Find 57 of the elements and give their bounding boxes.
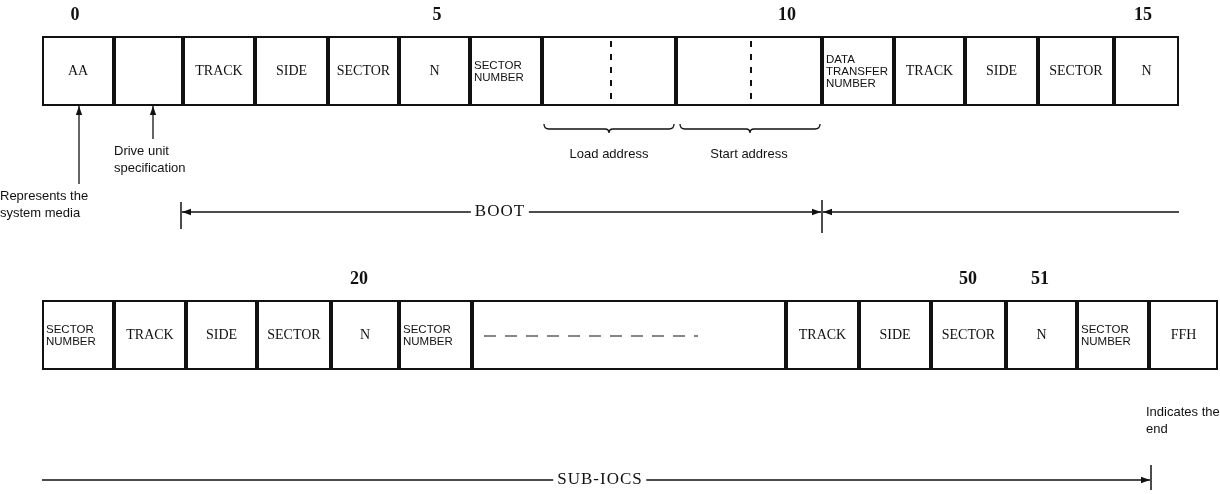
field-cell bbox=[859, 300, 931, 370]
cell-label: SIDE bbox=[985, 63, 1018, 79]
leader-arrow bbox=[75, 105, 83, 185]
cell-label: TRACK bbox=[195, 63, 243, 79]
field-cell bbox=[676, 36, 822, 106]
field-cell bbox=[114, 300, 186, 370]
field-cell bbox=[1038, 36, 1114, 106]
field-cell bbox=[183, 36, 255, 106]
cell-label: N bbox=[1036, 327, 1047, 343]
field-cell bbox=[1114, 36, 1179, 106]
cell-label: SIDE bbox=[275, 63, 308, 79]
field-cell bbox=[542, 36, 676, 106]
field-cell bbox=[331, 300, 399, 370]
cell-label: TRACK bbox=[798, 327, 847, 343]
annotation-text: Represents the system media bbox=[0, 188, 118, 222]
cell-label: TRACK bbox=[905, 63, 954, 79]
field-cell bbox=[328, 36, 399, 106]
cell-label: SIDE bbox=[879, 327, 911, 343]
cell-label: SECTOR bbox=[267, 327, 321, 343]
cell-label: FFH bbox=[1170, 327, 1197, 343]
cell-label: SIDE bbox=[205, 327, 238, 343]
field-cell bbox=[470, 36, 542, 106]
field-cell bbox=[399, 36, 470, 106]
field-caption: Indicates the end bbox=[1146, 404, 1220, 438]
annotation-text: Drive unit specification bbox=[114, 143, 234, 177]
cell-label: AA bbox=[67, 63, 89, 79]
leader-arrow bbox=[149, 105, 157, 140]
cell-label: SECTOR bbox=[1049, 63, 1103, 79]
cell-label: SECTOR NUMBER bbox=[46, 322, 97, 348]
field-cell bbox=[42, 300, 114, 370]
cell-label: DATA TRANSFER NUMBER bbox=[826, 52, 889, 90]
field-cell bbox=[114, 36, 183, 106]
cell-label: N bbox=[429, 63, 440, 79]
field-cell bbox=[399, 300, 472, 370]
cell-label: SECTOR bbox=[941, 327, 996, 343]
field-cell bbox=[186, 300, 257, 370]
field-cell bbox=[1149, 300, 1218, 370]
field-caption: Load address bbox=[568, 146, 650, 163]
cell-label: SECTOR NUMBER bbox=[474, 58, 525, 84]
field-cell bbox=[1006, 300, 1077, 370]
cell-label: N bbox=[1141, 63, 1152, 79]
field-cell bbox=[931, 300, 1006, 370]
cell-label: SECTOR NUMBER bbox=[1081, 322, 1132, 348]
field-cell bbox=[42, 36, 114, 106]
cell-label: N bbox=[359, 327, 371, 343]
field-cell bbox=[1077, 300, 1149, 370]
field-cell bbox=[472, 300, 786, 370]
field-cell bbox=[257, 300, 331, 370]
field-cell bbox=[822, 36, 894, 106]
cell-label: SECTOR NUMBER bbox=[403, 322, 454, 348]
field-cell bbox=[894, 36, 965, 106]
field-cell bbox=[255, 36, 328, 106]
field-cell bbox=[786, 300, 859, 370]
field-cell bbox=[965, 36, 1038, 106]
field-caption: Start address bbox=[709, 146, 789, 163]
cell-label: TRACK bbox=[126, 327, 174, 343]
cell-label: SECTOR bbox=[336, 63, 391, 79]
